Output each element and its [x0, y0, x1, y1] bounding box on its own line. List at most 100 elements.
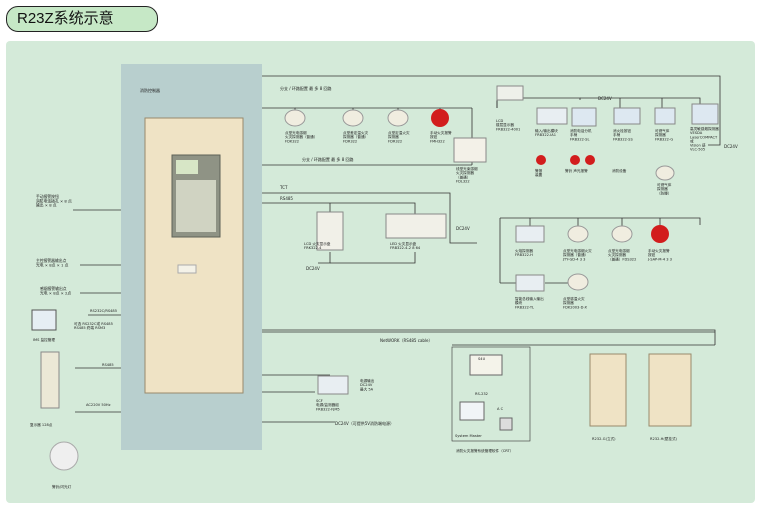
s4u-label: S4U: [478, 357, 486, 361]
dc24v-label-c: DC24V: [724, 144, 738, 149]
scf-power-icon: [317, 375, 349, 395]
heat-detector-icon-2: [387, 109, 409, 127]
alarm-label-3: 消防设备: [612, 168, 627, 173]
d23-label: R232-H(壁挂式): [650, 436, 678, 441]
dc24v-label-b: DC24V: [598, 96, 612, 101]
ims-label: IMS 监控管理: [33, 337, 55, 342]
heat-detector-icon: [342, 109, 364, 127]
dc24v-label-d: DC24V: [456, 226, 470, 231]
bus-io-module-icon: [515, 274, 545, 292]
led-fire-panel-icon: [385, 213, 447, 239]
d12-label: 可燃气体探测器（防爆）: [657, 182, 672, 195]
lcd-screen: [176, 160, 198, 174]
alarm-device-icon: [536, 155, 546, 165]
sounder-icon: [49, 441, 79, 471]
alarm-label-1: 警报装置: [535, 168, 543, 177]
controller-label: 消防控制器: [140, 87, 160, 93]
beam-detector-icon: [453, 137, 487, 163]
keypad-area: [176, 180, 216, 232]
cabinet-standing-icon: [589, 353, 627, 427]
s4u-unit: [469, 354, 503, 376]
heat-detector-icon-3: [567, 273, 589, 291]
smoke-detector-icon-3: [611, 225, 633, 243]
left-label-3: 感烟报警输出点光电 × 8点 × 2点: [40, 286, 71, 295]
d22-label: R232-G(立式): [592, 436, 616, 441]
dc24v-a: [318, 252, 331, 264]
system-master-label: System Master: [455, 434, 482, 438]
ims-monitor-icon: [31, 309, 57, 331]
lcd-fire-panel-icon: [316, 211, 344, 251]
dc24v-b: [330, 252, 416, 264]
page-title: R23Z系统示意: [17, 10, 114, 27]
left-label-1: 手动报警按钮消防电话插孔 × 8 点输出 × 8 点: [36, 194, 72, 208]
cabinet-nameplate: [177, 264, 197, 274]
top-bus-line: [262, 75, 721, 146]
crt-label: 消防火灾报警系统管理软件（CRT）: [456, 448, 513, 453]
lcd-floor-display-icon: [496, 85, 524, 101]
phone-handset-icon: [571, 107, 597, 127]
ac-label: A C: [497, 407, 504, 411]
d16-label: 点型光电感烟火灾探测器（普通）JTY-GD-4 3 3: [562, 248, 592, 261]
dc24v-label-e: DC24V（可提供5V消防端电源）: [335, 420, 394, 426]
repeater-icon: [40, 351, 60, 409]
d2-label: 点型差定温火灾探测器（普通）FDR322: [343, 130, 369, 143]
d17-label: 点型光电感烟火灾探测器（普通）FDS322: [608, 248, 636, 261]
rs232-label: RS-232: [475, 392, 488, 396]
manual-alarm-button-icon: [431, 109, 449, 127]
manual-button-icon-2: [651, 225, 669, 243]
smoke-detector-icon-2: [567, 225, 589, 243]
bus-mid-label: 分支 / 环路配置 最 多 8 回路: [302, 156, 354, 162]
dc24v-label-a: DC24V: [306, 266, 320, 271]
left-label-2: 主控报警器输出点光电 × 8点 × 1 点: [36, 258, 69, 267]
rs485-line: [262, 202, 416, 215]
vesda-icon: [691, 103, 719, 125]
lower-right-bus: [500, 217, 701, 225]
gas-detector-icon: [654, 107, 676, 125]
d5-label: 线型光束感烟火灾探测器（普通）FDL322: [456, 166, 478, 183]
io-module-icon: [536, 107, 568, 125]
hydrant-button-icon: [613, 107, 641, 125]
bell-icon: [570, 155, 580, 165]
flame-detector-icon: [515, 225, 545, 243]
rs485-label: RS485: [280, 196, 293, 201]
smoke-detector-icon: [284, 109, 306, 127]
monitor-icon: [459, 401, 485, 421]
bus-top-label: 分支 / 环路配置 最 多 8 回路: [280, 85, 332, 91]
printer-icon: [499, 417, 513, 431]
network-line: [262, 329, 716, 345]
network-label: NetWORK（RS485 cable）: [380, 338, 433, 343]
cabinet-wall-icon: [648, 353, 692, 427]
d1-label: 点型光电感烟火灾探测器（普通）FDK322: [285, 130, 317, 143]
strobe-icon: [585, 155, 595, 165]
explosion-proof-detector-icon: [655, 165, 675, 181]
tct-label: TCT: [279, 185, 288, 190]
title-tag: R23Z系统示意: [6, 6, 158, 32]
sounder-label: 警铃/闪光灯: [52, 484, 72, 489]
system-master-box: [451, 346, 531, 442]
ac-label-left: AC220V 50Hz: [86, 403, 111, 407]
repeater-label: 复示器 128点: [30, 422, 53, 427]
buses: [73, 75, 721, 423]
rs485-left-label: RS485: [102, 363, 114, 367]
alarm-label-2: 警铃 声光报警: [565, 168, 588, 173]
top-devices: [284, 109, 487, 163]
tct-line: [262, 192, 477, 244]
